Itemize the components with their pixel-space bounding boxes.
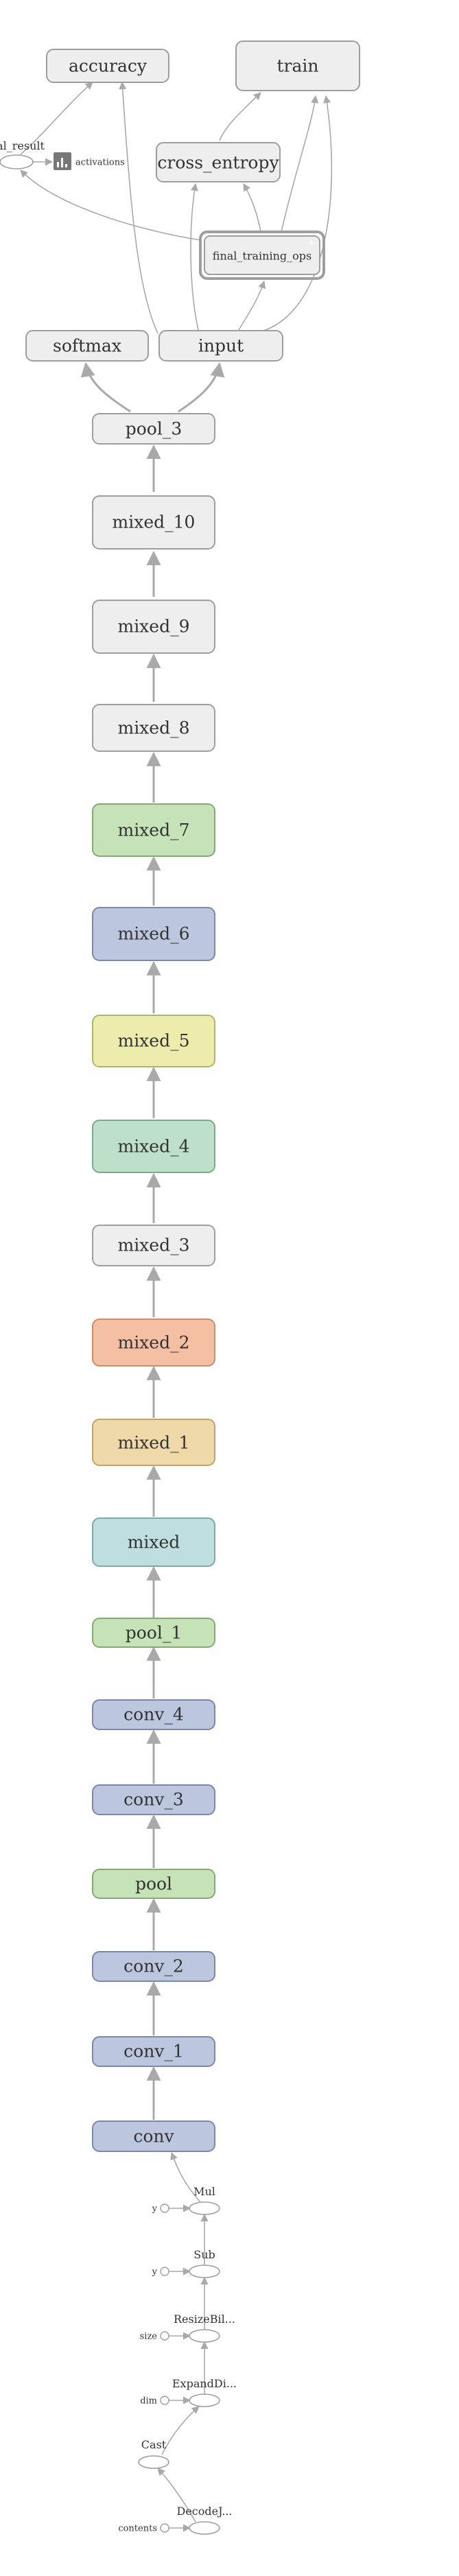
- node-pool-3-label: pool_3: [126, 419, 183, 439]
- node-final-training-ops-label: final_training_ops: [213, 250, 311, 263]
- node-mixed-6[interactable]: mixed_6: [92, 907, 215, 961]
- node-decode-contents-label: contents: [118, 2524, 157, 2534]
- edge-final-result-to-accuracy: [20, 82, 93, 155]
- node-conv-4[interactable]: conv_4: [92, 1699, 215, 1730]
- node-decode-contents[interactable]: contents: [118, 2523, 169, 2534]
- edge-input-to-final-ops: [236, 280, 266, 334]
- node-train[interactable]: train: [235, 40, 360, 91]
- node-mixed-9[interactable]: mixed_9: [92, 600, 215, 654]
- node-mixed-5-label: mixed_5: [117, 1031, 189, 1051]
- node-resize-size[interactable]: size: [140, 2331, 169, 2342]
- node-conv-2[interactable]: conv_2: [92, 1951, 215, 1982]
- node-final-training-ops[interactable]: final_training_ops +: [199, 231, 325, 280]
- node-train-label: train: [277, 56, 319, 76]
- node-conv-1[interactable]: conv_1: [92, 2036, 215, 2067]
- edge-final-ops-to-cross-entropy: [243, 183, 261, 233]
- node-conv-1-label: conv_1: [123, 2042, 184, 2061]
- node-mul-y[interactable]: y: [152, 2203, 169, 2214]
- node-conv-3[interactable]: conv_3: [92, 1784, 215, 1815]
- node-input-label: input: [198, 336, 244, 356]
- node-final-result-label: al_result: [0, 139, 45, 152]
- node-sub-label: Sub: [193, 2248, 215, 2261]
- node-cast-label: Cast: [141, 2438, 167, 2451]
- node-conv-4-label: conv_4: [123, 1705, 184, 1725]
- node-pool-label: pool: [135, 1874, 172, 1894]
- node-conv-label: conv: [133, 2127, 174, 2147]
- node-mul-label: Mul: [193, 2185, 215, 2198]
- node-mixed-3-label: mixed_3: [117, 1236, 189, 1255]
- node-pool-1[interactable]: pool_1: [92, 1618, 215, 1648]
- node-final-result[interactable]: al_result: [0, 139, 45, 169]
- node-resize[interactable]: ResizeBil...: [174, 2313, 235, 2343]
- node-pool-3[interactable]: pool_3: [92, 413, 215, 445]
- node-mixed-label: mixed: [128, 1533, 180, 1552]
- edge-pool3-to-softmax: [80, 362, 131, 413]
- node-cross-entropy[interactable]: cross_entropy: [156, 142, 281, 182]
- node-mixed-7[interactable]: mixed_7: [92, 803, 215, 857]
- node-decode-label: DecodeJ...: [176, 2505, 232, 2518]
- node-sub[interactable]: Sub: [189, 2248, 220, 2278]
- expand-plus-icon[interactable]: +: [307, 237, 316, 248]
- node-mixed-6-label: mixed_6: [117, 924, 189, 944]
- node-mixed-8-label: mixed_8: [117, 718, 189, 738]
- node-sub-y-label: y: [152, 2267, 158, 2278]
- node-conv[interactable]: conv: [92, 2120, 215, 2152]
- node-mixed-3[interactable]: mixed_3: [92, 1225, 215, 1266]
- node-expand-label: ExpandDi...: [172, 2377, 237, 2390]
- node-resize-size-label: size: [140, 2332, 158, 2342]
- node-accuracy[interactable]: accuracy: [46, 49, 169, 83]
- node-softmax-label: softmax: [53, 336, 121, 356]
- node-mixed-10-label: mixed_10: [113, 512, 196, 532]
- node-softmax[interactable]: softmax: [25, 330, 149, 362]
- node-expand-dim-label: dim: [140, 2396, 157, 2407]
- graph-edges: [20, 81, 333, 2532]
- edge-mul-to-conv: [170, 2151, 201, 2203]
- node-pool-1-label: pool_1: [126, 1623, 183, 1643]
- graph-nodes: accuracy train cross_entropy final_train…: [0, 40, 360, 2535]
- node-resize-label: ResizeBil...: [174, 2313, 235, 2326]
- node-mixed-10[interactable]: mixed_10: [92, 495, 215, 550]
- edge-input-to-cross-entropy: [190, 182, 200, 334]
- node-expand-dim[interactable]: dim: [140, 2396, 169, 2407]
- edge-input-to-accuracy: [119, 81, 158, 334]
- edge-pool3-to-input: [178, 362, 225, 413]
- node-mixed-7-label: mixed_7: [117, 820, 189, 840]
- node-mixed-5[interactable]: mixed_5: [92, 1015, 215, 1067]
- node-pool[interactable]: pool: [92, 1869, 215, 1899]
- node-accuracy-label: accuracy: [69, 56, 148, 76]
- edge-final-ops-to-final-result: [20, 169, 201, 241]
- edge-decode-to-cast: [157, 2468, 196, 2522]
- node-cast[interactable]: Cast: [138, 2438, 169, 2469]
- node-mixed-8[interactable]: mixed_8: [92, 704, 215, 752]
- node-mul[interactable]: Mul: [189, 2185, 220, 2215]
- node-decode[interactable]: DecodeJ...: [176, 2505, 233, 2535]
- node-input[interactable]: input: [158, 330, 283, 362]
- node-conv-3-label: conv_3: [123, 1790, 184, 1810]
- edge-cast-to-expand: [161, 2406, 200, 2455]
- node-mixed-2-label: mixed_2: [117, 1333, 189, 1353]
- node-conv-2-label: conv_2: [123, 1957, 184, 1976]
- node-mul-y-label: y: [152, 2204, 158, 2214]
- node-mixed-1[interactable]: mixed_1: [92, 1419, 215, 1466]
- node-sub-y[interactable]: y: [152, 2267, 169, 2278]
- node-mixed-9-label: mixed_9: [117, 617, 189, 637]
- node-mixed-1-label: mixed_1: [117, 1433, 189, 1453]
- node-mixed-2[interactable]: mixed_2: [92, 1319, 215, 1367]
- node-mixed-4[interactable]: mixed_4: [92, 1120, 215, 1173]
- node-cross-entropy-label: cross_entropy: [157, 153, 279, 173]
- node-mixed[interactable]: mixed: [92, 1517, 215, 1567]
- node-mixed-4-label: mixed_4: [117, 1137, 189, 1157]
- edge-cross-entropy-to-train: [219, 92, 261, 141]
- edge-final-ops-to-train: [281, 95, 319, 233]
- node-activations-label: activations: [75, 158, 125, 168]
- edge-input-to-train: [252, 95, 333, 334]
- node-activations[interactable]: activations: [54, 152, 125, 170]
- node-expand[interactable]: ExpandDi...: [172, 2377, 237, 2407]
